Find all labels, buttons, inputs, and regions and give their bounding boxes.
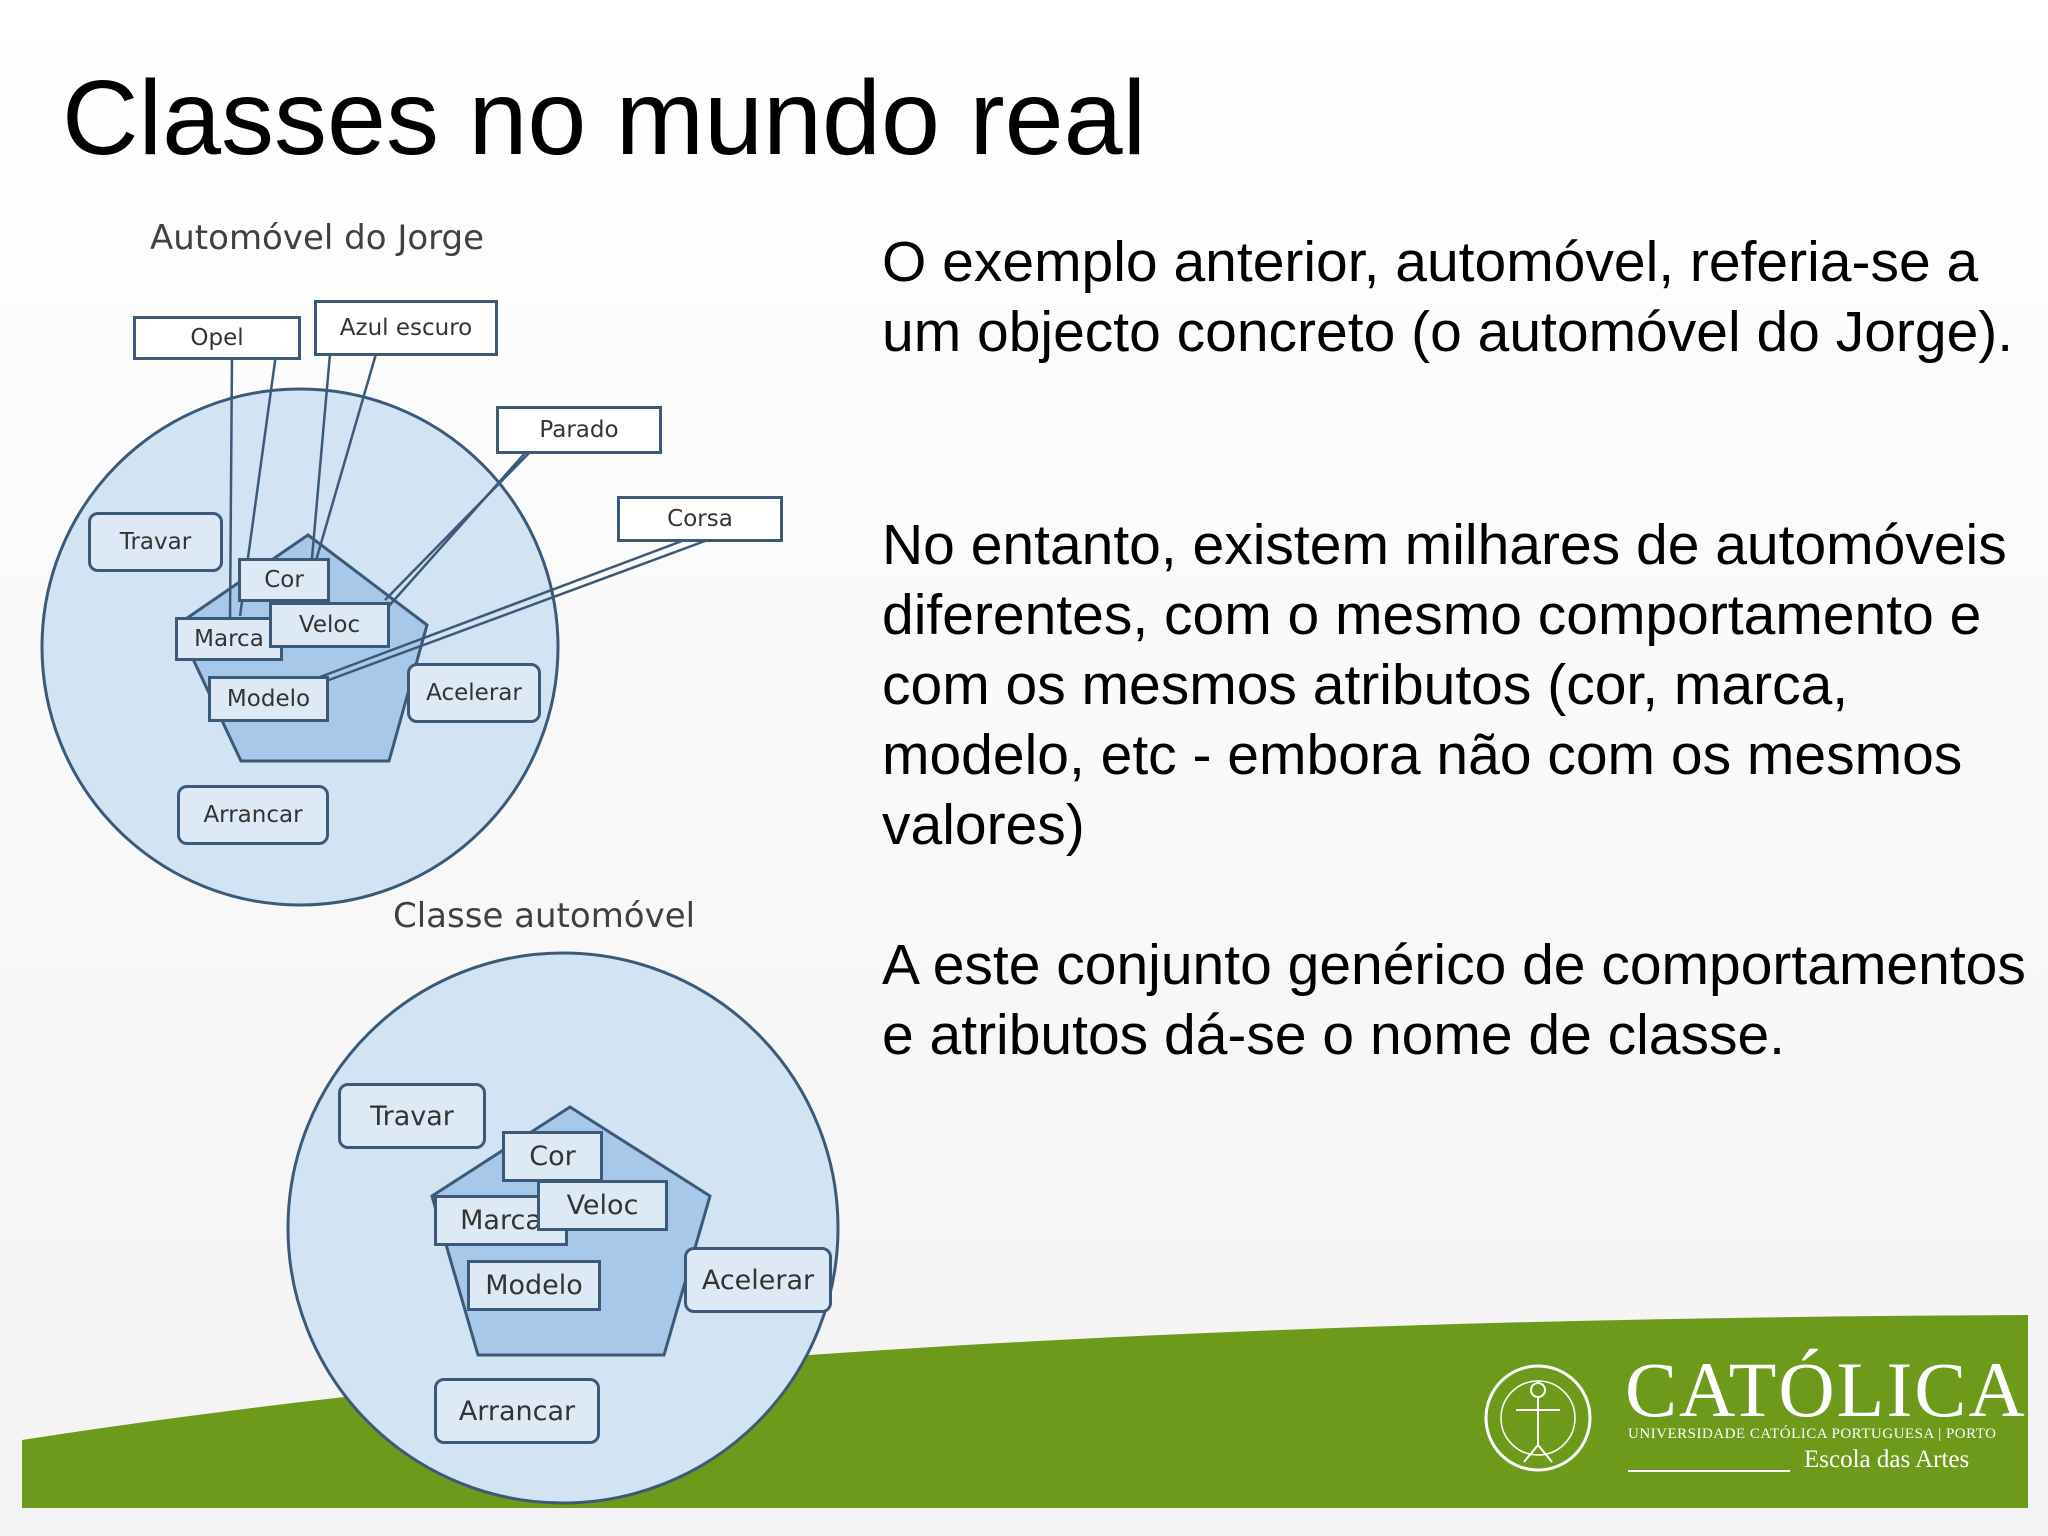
catolica-logo-wordmark: CATÓLICA — [1625, 1346, 2027, 1433]
seal-icon — [1484, 1364, 1592, 1472]
class-attribute-box-veloc: Veloc — [537, 1180, 668, 1231]
class-diagram-caption: Classe automóvel — [393, 896, 696, 936]
attribute-box-marca: Marca — [175, 617, 283, 661]
attribute-box-cor: Cor — [238, 558, 330, 602]
class-attribute-box-modelo: Modelo — [467, 1260, 601, 1311]
attribute-box-modelo: Modelo — [208, 676, 329, 722]
value-box-parado: Parado — [496, 406, 662, 454]
value-box-opel: Opel — [133, 316, 301, 360]
class-attribute-box-cor: Cor — [502, 1131, 603, 1182]
value-box-azul-escuro: Azul escuro — [314, 300, 498, 356]
catolica-logo-subtitle: UNIVERSIDADE CATÓLICA PORTUGUESA | PORTO — [1628, 1426, 1997, 1442]
object-diagram-caption: Automóvel do Jorge — [150, 218, 485, 258]
class-method-box-arrancar: Arrancar — [434, 1378, 600, 1444]
value-box-corsa: Corsa — [617, 496, 783, 542]
catolica-logo-school: Escola das Artes — [1804, 1446, 1970, 1473]
class-method-box-travar: Travar — [338, 1083, 486, 1149]
logo-underline — [1628, 1470, 1790, 1472]
paragraph-concrete-object: O exemplo anterior, automóvel, referia-s… — [882, 230, 2014, 364]
paragraph-class-definition: A este conjunto genérico de comportament… — [882, 933, 2026, 1067]
paragraph-many-cars: No entanto, existem milhares de automóve… — [882, 513, 2007, 857]
class-method-box-acelerar: Acelerar — [684, 1247, 832, 1313]
object-pointer-lines — [228, 315, 706, 686]
method-box-arrancar: Arrancar — [177, 785, 329, 845]
method-box-travar: Travar — [88, 512, 223, 572]
page-title: Classes no mundo real — [62, 59, 1147, 177]
method-box-acelerar: Acelerar — [407, 663, 541, 723]
attribute-box-veloc: Veloc — [269, 602, 390, 648]
class-attribute-box-marca: Marca — [434, 1195, 568, 1246]
